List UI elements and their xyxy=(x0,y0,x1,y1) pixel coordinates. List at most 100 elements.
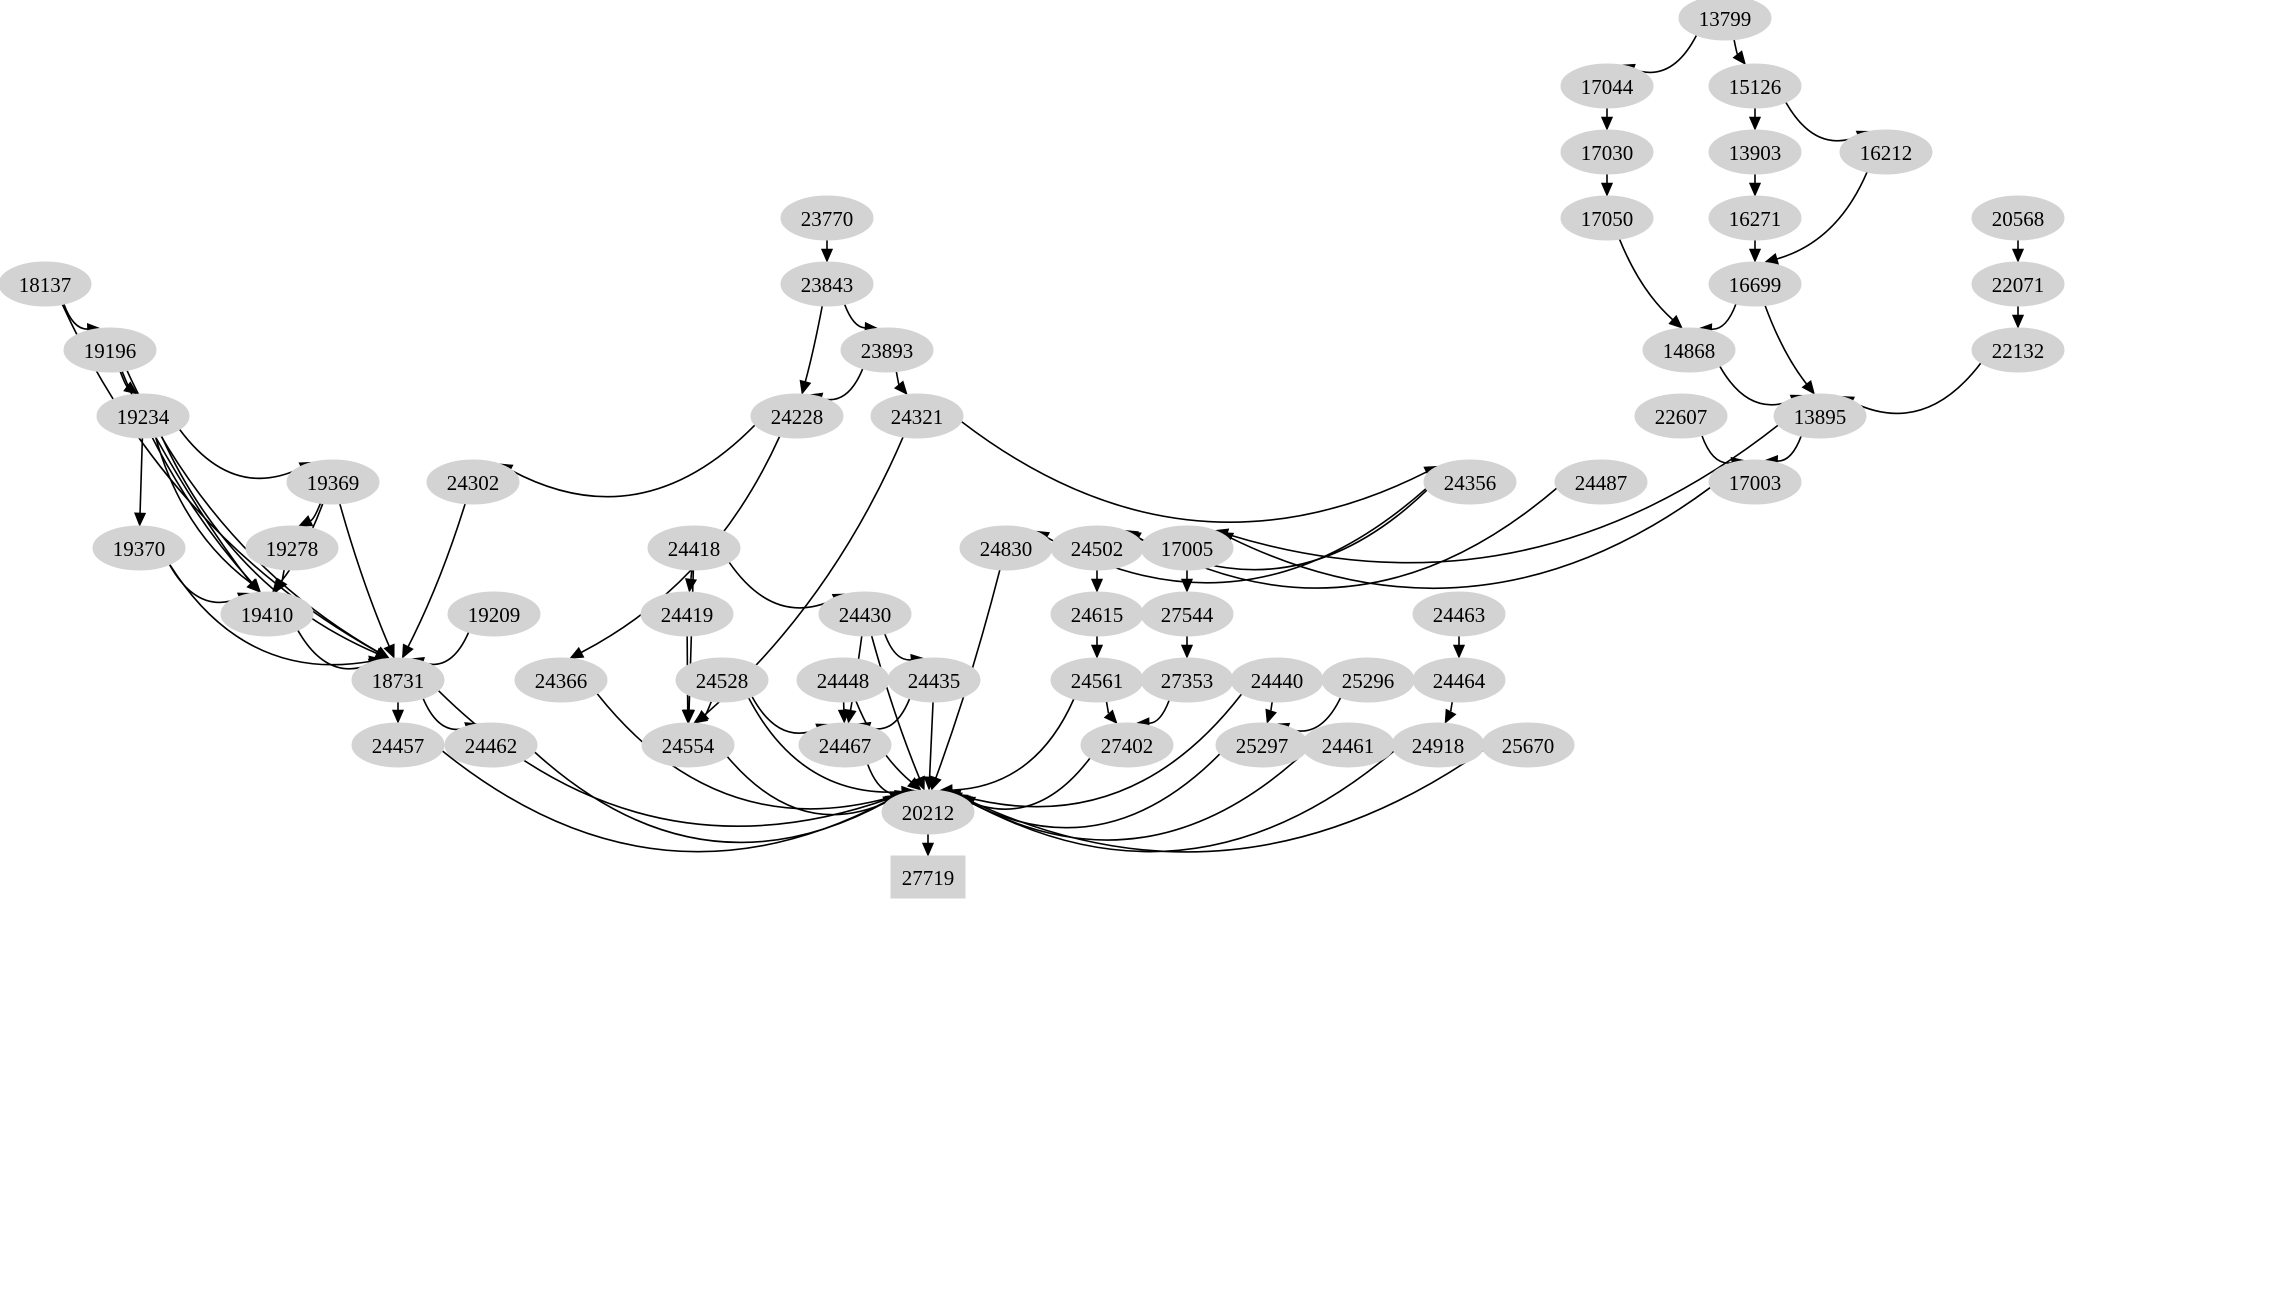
graph-node[interactable]: 24830 xyxy=(959,525,1053,571)
node-ellipse-shape[interactable] xyxy=(1560,63,1654,109)
graph-node[interactable]: 24457 xyxy=(351,722,445,768)
node-ellipse-shape[interactable] xyxy=(818,591,912,637)
graph-node[interactable]: 24918 xyxy=(1391,722,1485,768)
node-ellipse-shape[interactable] xyxy=(63,327,157,373)
node-ellipse-shape[interactable] xyxy=(1412,657,1506,703)
graph-node[interactable]: 24462 xyxy=(444,722,538,768)
node-ellipse-shape[interactable] xyxy=(640,591,734,637)
node-ellipse-shape[interactable] xyxy=(1642,327,1736,373)
node-ellipse-shape[interactable] xyxy=(1050,591,1144,637)
graph-node[interactable]: 24464 xyxy=(1412,657,1506,703)
graph-node[interactable]: 23843 xyxy=(780,261,874,307)
graph-node[interactable]: 24366 xyxy=(514,657,608,703)
graph-node[interactable]: 24461 xyxy=(1301,722,1395,768)
node-ellipse-shape[interactable] xyxy=(92,525,186,571)
graph-node[interactable]: 24467 xyxy=(798,722,892,768)
graph-node[interactable]: 17005 xyxy=(1140,525,1234,571)
graph-node[interactable]: 24561 xyxy=(1050,657,1144,703)
node-ellipse-shape[interactable] xyxy=(0,261,92,307)
node-ellipse-shape[interactable] xyxy=(1560,129,1654,175)
graph-node[interactable]: 23893 xyxy=(840,327,934,373)
node-ellipse-shape[interactable] xyxy=(1708,63,1802,109)
node-ellipse-shape[interactable] xyxy=(641,722,735,768)
node-ellipse-shape[interactable] xyxy=(1321,657,1415,703)
graph-node[interactable]: 24321 xyxy=(870,393,964,439)
graph-node[interactable]: 17003 xyxy=(1708,459,1802,505)
graph-node[interactable]: 16271 xyxy=(1708,195,1802,241)
graph-node[interactable]: 24228 xyxy=(750,393,844,439)
graph-node[interactable]: 19209 xyxy=(447,591,541,637)
graph-node[interactable]: 18731 xyxy=(351,657,445,703)
node-ellipse-shape[interactable] xyxy=(796,657,890,703)
node-ellipse-shape[interactable] xyxy=(675,657,769,703)
node-ellipse-shape[interactable] xyxy=(444,722,538,768)
node-ellipse-shape[interactable] xyxy=(1140,591,1234,637)
graph-node[interactable]: 24356 xyxy=(1423,459,1517,505)
node-ellipse-shape[interactable] xyxy=(1140,525,1234,571)
node-ellipse-shape[interactable] xyxy=(1634,393,1728,439)
node-ellipse-shape[interactable] xyxy=(1773,393,1867,439)
node-ellipse-shape[interactable] xyxy=(1391,722,1485,768)
node-ellipse-shape[interactable] xyxy=(1050,525,1144,571)
graph-node[interactable]: 16212 xyxy=(1839,129,1933,175)
node-ellipse-shape[interactable] xyxy=(870,393,964,439)
graph-node[interactable]: 20212 xyxy=(881,789,975,835)
node-ellipse-shape[interactable] xyxy=(351,722,445,768)
node-ellipse-shape[interactable] xyxy=(1140,657,1234,703)
graph-node[interactable]: 24502 xyxy=(1050,525,1144,571)
graph-node[interactable]: 24448 xyxy=(796,657,890,703)
node-ellipse-shape[interactable] xyxy=(1215,722,1309,768)
graph-node[interactable]: 19370 xyxy=(92,525,186,571)
node-ellipse-shape[interactable] xyxy=(1708,261,1802,307)
node-ellipse-shape[interactable] xyxy=(1301,722,1395,768)
node-ellipse-shape[interactable] xyxy=(514,657,608,703)
graph-node[interactable]: 22071 xyxy=(1971,261,2065,307)
node-ellipse-shape[interactable] xyxy=(245,525,339,571)
node-ellipse-shape[interactable] xyxy=(1423,459,1517,505)
graph-node[interactable]: 24302 xyxy=(426,459,520,505)
graph-node[interactable]: 17044 xyxy=(1560,63,1654,109)
node-ellipse-shape[interactable] xyxy=(1708,459,1802,505)
node-ellipse-shape[interactable] xyxy=(1708,195,1802,241)
graph-node[interactable]: 27402 xyxy=(1080,722,1174,768)
node-box-shape[interactable] xyxy=(890,855,966,899)
graph-node[interactable]: 24440 xyxy=(1230,657,1324,703)
node-ellipse-shape[interactable] xyxy=(798,722,892,768)
node-ellipse-shape[interactable] xyxy=(96,393,190,439)
graph-node[interactable]: 27353 xyxy=(1140,657,1234,703)
graph-node[interactable]: 25670 xyxy=(1481,722,1575,768)
graph-node[interactable]: 24463 xyxy=(1412,591,1506,637)
node-ellipse-shape[interactable] xyxy=(881,789,975,835)
graph-node[interactable]: 24430 xyxy=(818,591,912,637)
graph-node[interactable]: 19278 xyxy=(245,525,339,571)
graph-node[interactable]: 17050 xyxy=(1560,195,1654,241)
node-ellipse-shape[interactable] xyxy=(1971,195,2065,241)
graph-node[interactable]: 15126 xyxy=(1708,63,1802,109)
graph-node[interactable]: 23770 xyxy=(780,195,874,241)
graph-node[interactable]: 19369 xyxy=(286,459,380,505)
node-ellipse-shape[interactable] xyxy=(1971,261,2065,307)
node-ellipse-shape[interactable] xyxy=(1230,657,1324,703)
graph-node[interactable]: 19196 xyxy=(63,327,157,373)
node-ellipse-shape[interactable] xyxy=(1708,129,1802,175)
graph-node[interactable]: 20568 xyxy=(1971,195,2065,241)
graph-node[interactable]: 14868 xyxy=(1642,327,1736,373)
node-ellipse-shape[interactable] xyxy=(447,591,541,637)
graph-node[interactable]: 25296 xyxy=(1321,657,1415,703)
node-ellipse-shape[interactable] xyxy=(1080,722,1174,768)
node-ellipse-shape[interactable] xyxy=(220,591,314,637)
graph-node[interactable]: 13799 xyxy=(1678,0,1772,41)
node-ellipse-shape[interactable] xyxy=(426,459,520,505)
graph-node[interactable]: 22607 xyxy=(1634,393,1728,439)
graph-node[interactable]: 25297 xyxy=(1215,722,1309,768)
node-ellipse-shape[interactable] xyxy=(780,261,874,307)
node-ellipse-shape[interactable] xyxy=(1971,327,2065,373)
graph-node[interactable]: 24419 xyxy=(640,591,734,637)
node-ellipse-shape[interactable] xyxy=(750,393,844,439)
node-ellipse-shape[interactable] xyxy=(1481,722,1575,768)
graph-node[interactable]: 24528 xyxy=(675,657,769,703)
graph-node[interactable]: 19234 xyxy=(96,393,190,439)
graph-node[interactable]: 24554 xyxy=(641,722,735,768)
node-ellipse-shape[interactable] xyxy=(1412,591,1506,637)
node-ellipse-shape[interactable] xyxy=(647,525,741,571)
